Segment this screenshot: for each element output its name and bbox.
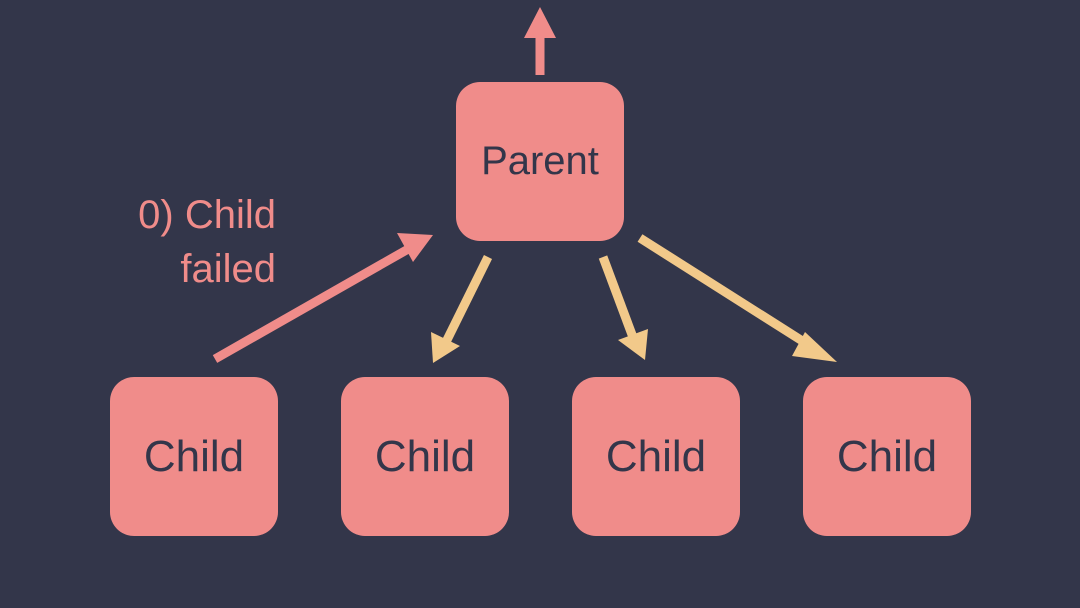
- annotation-line-1: 0) Child: [138, 193, 276, 237]
- child-node-3: Child: [572, 377, 740, 536]
- child-label: Child: [605, 431, 707, 481]
- command-arrow-child-3: [598, 255, 648, 360]
- child-label: Child: [143, 431, 245, 481]
- annotation-line-2: failed: [180, 247, 276, 291]
- failure-report-arrow: [212, 233, 433, 363]
- parent-label: Parent: [481, 139, 599, 183]
- command-arrow-child-2: [431, 255, 493, 363]
- command-arrow-child-4: [637, 234, 837, 362]
- child-node-1: Child: [110, 377, 278, 536]
- escalate-up-arrow: [524, 7, 556, 75]
- parent-node: Parent: [456, 82, 624, 241]
- child-node-2: Child: [341, 377, 509, 536]
- child-label: Child: [836, 431, 938, 481]
- child-label: Child: [374, 431, 476, 481]
- failure-annotation: 0) Child failed: [100, 188, 276, 296]
- child-node-4: Child: [803, 377, 971, 536]
